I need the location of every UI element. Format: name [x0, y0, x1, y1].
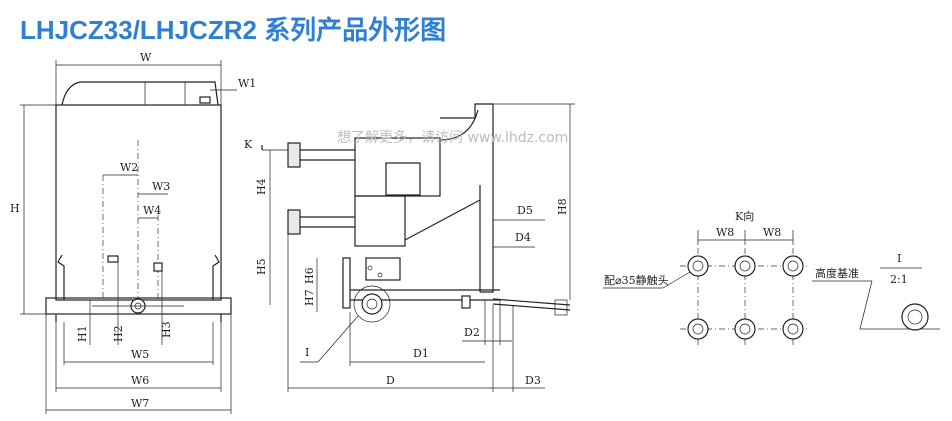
dim-D1: D1 [413, 347, 429, 360]
k-view: K向 W8 W8 配⌀35静触头 [603, 209, 810, 345]
dim-W: W [140, 51, 152, 64]
detail-I-marker: I [305, 346, 309, 359]
k-view-label: K向 [735, 209, 754, 223]
detail-id: I [897, 252, 901, 265]
detail-view: 高度基准 I 2:1 [812, 252, 940, 331]
dim-H8: H8 [556, 198, 569, 215]
dim-K: K [244, 138, 253, 151]
detail-scale: 2:1 [890, 273, 908, 286]
dim-D5: D5 [517, 204, 533, 217]
dim-W7: W7 [131, 397, 149, 410]
dim-H1: H1 [76, 325, 89, 342]
dim-D3: D3 [525, 374, 541, 387]
dim-H2: H2 [112, 325, 125, 342]
dim-H7: H7 [303, 289, 316, 306]
dim-W8-right: W8 [763, 226, 781, 239]
dim-W2: W2 [120, 161, 138, 174]
dim-H6: H6 [303, 267, 316, 284]
contact-grid [680, 248, 810, 345]
dim-H5: H5 [255, 258, 268, 275]
dim-D4: D4 [515, 231, 531, 244]
dim-H4: H4 [255, 178, 268, 195]
dim-W8-left: W8 [716, 226, 734, 239]
page-title: LHJCZ33/LHJCZR2 系列产品外形图 [20, 15, 447, 45]
static-contact-label: 配⌀35静触头 [604, 273, 669, 287]
watermark: 想了解更多，请访问 www.lhdz.com [337, 130, 569, 146]
dim-W5: W5 [131, 348, 149, 361]
dim-H: H [10, 202, 20, 215]
side-view: K H4 H5 H6 H7 H8 D5 D4 D2 D1 D [244, 103, 575, 392]
dim-W6: W6 [131, 374, 149, 387]
dim-W1: W1 [238, 77, 256, 90]
front-view: W W1 H W2 W3 W4 H1 H2 H3 W5 W6 W7 [10, 51, 256, 414]
dim-W4: W4 [143, 204, 161, 217]
height-datum-label: 高度基准 [815, 266, 859, 280]
dim-D: D [386, 374, 395, 387]
dim-W3: W3 [152, 180, 170, 193]
dim-H3: H3 [160, 321, 173, 338]
dim-D2: D2 [464, 326, 480, 339]
